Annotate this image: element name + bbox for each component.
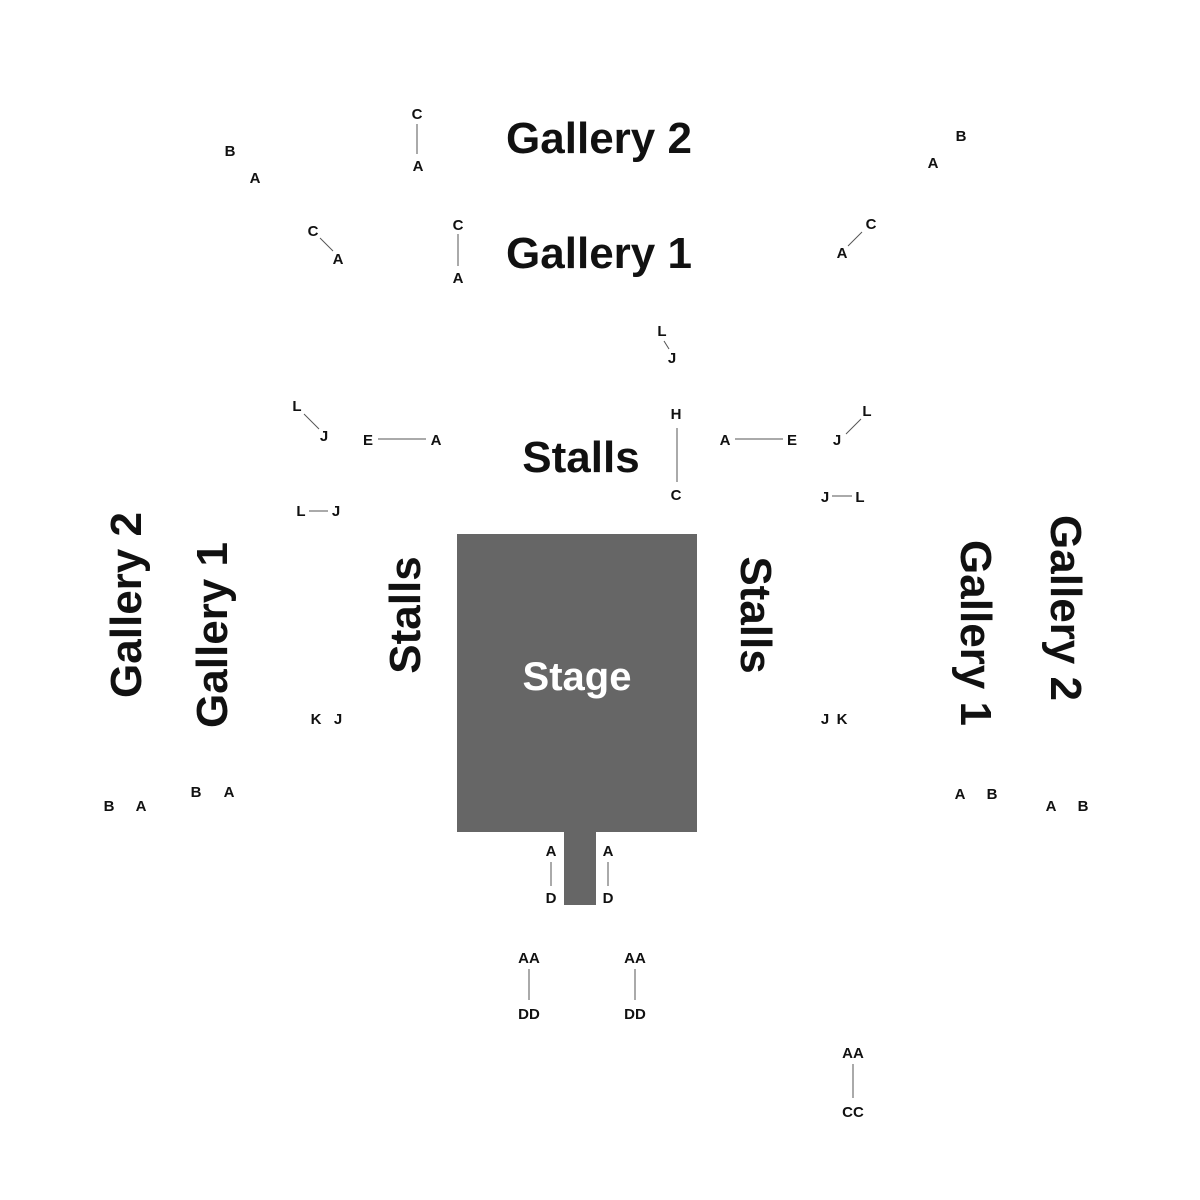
row-label[interactable]: B [987,786,998,803]
row-label[interactable]: L [657,323,666,340]
row-label[interactable]: DD [518,1006,540,1023]
row-label[interactable]: L [292,398,301,415]
stage-label: Stage [523,655,632,699]
row-label[interactable]: B [956,128,967,145]
section-gallery-2-left[interactable]: Gallery 2 [102,512,151,698]
row-label[interactable]: A [603,843,614,860]
section-gallery-2-right[interactable]: Gallery 2 [1041,515,1090,701]
row-label[interactable]: B [225,143,236,160]
row-label[interactable]: AA [842,1045,864,1062]
row-label[interactable]: E [787,432,797,449]
row-label[interactable]: A [136,798,147,815]
row-label[interactable]: DD [624,1006,646,1023]
row-line [319,237,334,252]
row-label[interactable]: AA [518,950,540,967]
row-label[interactable]: J [833,432,841,449]
row-label[interactable]: J [334,711,342,728]
section-stalls-right[interactable]: Stalls [731,556,780,673]
row-label[interactable]: A [250,170,261,187]
row-label[interactable]: C [866,216,877,233]
row-label[interactable]: B [1078,798,1089,815]
stage-block [457,534,697,832]
section-gallery-1-top[interactable]: Gallery 1 [506,229,692,278]
row-line [303,413,320,430]
stage[interactable]: Stage [457,534,697,905]
row-label[interactable]: K [837,711,848,728]
section-stalls-top[interactable]: Stalls [522,433,639,482]
section-gallery-1-left[interactable]: Gallery 1 [188,542,237,728]
row-line [845,418,862,435]
row-label[interactable]: L [862,403,871,420]
row-label[interactable]: A [837,245,848,262]
row-line [847,231,863,247]
row-label[interactable]: B [191,784,202,801]
row-label[interactable]: A [413,158,424,175]
row-label[interactable]: C [308,223,319,240]
row-label[interactable]: J [821,489,829,506]
row-label[interactable]: CC [842,1104,864,1121]
row-label[interactable]: J [320,428,328,445]
row-connectors [303,124,863,1098]
row-label[interactable]: A [546,843,557,860]
row-label[interactable]: D [546,890,557,907]
row-label[interactable]: L [855,489,864,506]
row-label[interactable]: AA [624,950,646,967]
row-label[interactable]: A [224,784,235,801]
section-stalls-left[interactable]: Stalls [381,556,430,673]
row-label[interactable]: L [296,503,305,520]
row-label[interactable]: J [668,350,676,367]
row-label[interactable]: A [333,251,344,268]
row-label[interactable]: A [720,432,731,449]
row-label[interactable]: C [453,217,464,234]
row-label[interactable]: H [671,406,682,423]
row-line [663,340,670,350]
row-label[interactable]: A [453,270,464,287]
row-label[interactable]: A [955,786,966,803]
row-label[interactable]: D [603,890,614,907]
row-label[interactable]: C [671,487,682,504]
row-label[interactable]: B [104,798,115,815]
stage-thrust [564,830,596,905]
section-gallery-1-right[interactable]: Gallery 1 [951,540,1000,726]
section-gallery-2-top[interactable]: Gallery 2 [506,114,692,163]
row-label[interactable]: E [363,432,373,449]
row-label[interactable]: A [431,432,442,449]
row-label[interactable]: J [821,711,829,728]
row-label[interactable]: A [1046,798,1057,815]
row-label[interactable]: J [332,503,340,520]
row-label[interactable]: A [928,155,939,172]
row-labels: C A B A B A C A C A C A L J L J E A H C … [104,106,1089,1121]
row-label[interactable]: K [311,711,322,728]
row-label[interactable]: C [412,106,423,123]
